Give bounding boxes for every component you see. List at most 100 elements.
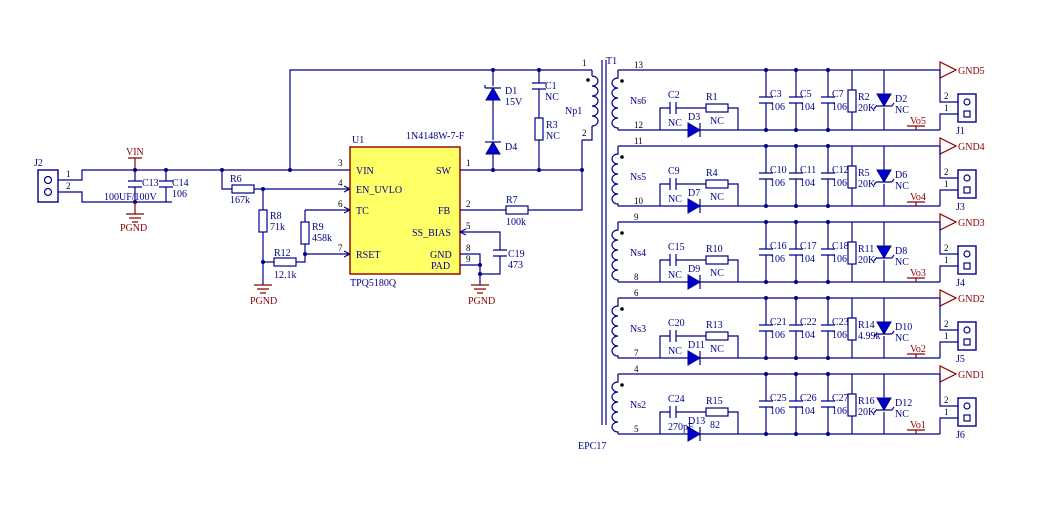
load-res-ref: R14	[858, 320, 875, 331]
output-capacitor	[789, 298, 803, 358]
secondary-winding	[611, 222, 619, 282]
u1-num-tc: 6	[338, 199, 343, 209]
connector-pin	[963, 326, 971, 334]
winding-pin-bottom: 7	[634, 348, 639, 358]
capacitor-c14: C14 106	[159, 170, 189, 202]
c19-value: 473	[508, 260, 523, 271]
d1-value: 15V	[505, 97, 523, 108]
connector-pin1: 1	[944, 407, 949, 417]
gnd-port-label: GND1	[958, 370, 985, 381]
rectifier-ref: D7	[688, 188, 700, 199]
snubber-resistor	[705, 331, 729, 341]
snubber-res-value: NC	[710, 268, 724, 279]
snubber-res-value: NC	[710, 116, 724, 127]
rectifier-ref: D9	[688, 264, 700, 275]
tvs-value: NC	[895, 333, 909, 344]
tvs-ref: D8	[895, 246, 907, 257]
load-res-ref: R2	[858, 92, 870, 103]
resistor-r3: R3 NC	[534, 117, 560, 142]
u1-num-en: 4	[338, 178, 343, 188]
r9-ref: R9	[312, 222, 324, 233]
output-cap-ref: C11	[800, 165, 816, 176]
polarity-dot	[620, 231, 624, 235]
polarity-dot	[620, 155, 624, 159]
winding-pin-top: 4	[634, 364, 639, 374]
winding-label: Ns3	[630, 324, 646, 335]
tvs-ref: D10	[895, 322, 912, 333]
load-res-ref: R5	[858, 168, 870, 179]
capacitor-c1: C1 NC	[532, 70, 559, 118]
gnd-port	[939, 365, 958, 383]
snubber-cap-value: NC	[668, 346, 682, 357]
connector-wire	[939, 222, 958, 282]
connector-pin1: 1	[944, 255, 949, 265]
output-channel: Ns61312D3C2NCR1NCC3106C5104C7106R220KD2N…	[611, 60, 985, 138]
output-connector	[957, 397, 977, 427]
connector-wire	[939, 70, 958, 130]
snubber-resistor	[705, 255, 729, 265]
output-cap-ref: C5	[800, 89, 812, 100]
connector-ref: J6	[956, 430, 965, 441]
connector-pin	[963, 174, 971, 182]
gnd-port	[939, 213, 958, 231]
snubber-wire	[659, 107, 706, 130]
connector-pin2: 2	[944, 319, 949, 329]
u1-num-ss: 5	[466, 221, 471, 231]
vo-net-label: Vo3	[910, 268, 926, 279]
j2-ref: J2	[34, 158, 43, 169]
u1-pin-sw: SW	[436, 166, 452, 177]
transformer-t1: T1 Np1 1 2 EPC17	[565, 56, 617, 452]
connector-pin	[963, 262, 971, 270]
u1-num-pad: 9	[466, 254, 471, 264]
rect-cathode	[699, 275, 718, 289]
r3-value: NC	[546, 131, 560, 142]
gnd-port-label: GND3	[958, 218, 985, 229]
zener-d1: D1 15V	[484, 85, 523, 108]
output-capacitor	[759, 374, 773, 434]
output-connector	[957, 321, 977, 351]
winding-pin-bottom: 8	[634, 272, 639, 282]
connector-pin2: 2	[944, 243, 949, 253]
output-cap-value: 104	[800, 178, 815, 189]
output-channels: Ns61312D3C2NCR1NCC3106C5104C7106R220KD2N…	[611, 60, 985, 442]
rectifier-diode	[687, 350, 701, 366]
vo-net-mark	[907, 277, 925, 282]
tvs-diode	[876, 245, 892, 259]
output-cap-value: 106	[770, 254, 785, 265]
output-cap-ref: C22	[800, 317, 817, 328]
pgnd-label-input: PGND	[120, 223, 147, 234]
output-cap-ref: C18	[832, 241, 849, 252]
output-cap-ref: C12	[832, 165, 849, 176]
polarity-dot	[620, 307, 624, 311]
output-capacitor	[759, 146, 773, 206]
tvs-bar	[873, 102, 895, 110]
snubber-res-ref: R15	[706, 396, 723, 407]
rectifier-ref: D13	[688, 416, 705, 427]
u1-num-sw: 1	[466, 158, 471, 168]
connector-pin2: 2	[944, 167, 949, 177]
resistor-r6: R6 167k	[230, 174, 255, 206]
snubber-resistor	[705, 179, 729, 189]
pgnd-symbol-left: PGND	[250, 284, 277, 307]
tvs-value: NC	[895, 257, 909, 268]
vo-net-label: Vo1	[910, 420, 926, 431]
output-capacitor	[821, 70, 835, 130]
output-channel: Ns498D9C15NCR10NCC16106C17104C18106R1120…	[611, 212, 985, 290]
output-capacitor	[759, 70, 773, 130]
r12-value: 12.1k	[274, 270, 297, 281]
winding-label: Ns2	[630, 400, 646, 411]
snubber-cap-ref: C24	[668, 394, 685, 405]
load-resistor	[847, 317, 857, 341]
vo-net-label: Vo4	[910, 192, 926, 203]
c13-ref: C13	[142, 178, 159, 189]
snubber-cap-value: 270pF	[668, 422, 694, 433]
connector-pin	[963, 250, 971, 258]
rectifier-diode	[687, 198, 701, 214]
t1-primary: Np1	[565, 106, 582, 117]
resistor-r7: R7 100k	[505, 195, 529, 228]
tvs-value: NC	[895, 181, 909, 192]
vo-net-label: Vo5	[910, 116, 926, 127]
load-res-ref: R11	[858, 244, 874, 255]
snubber-wire-r	[728, 107, 739, 130]
capacitor-c19: C19 473	[493, 249, 525, 271]
